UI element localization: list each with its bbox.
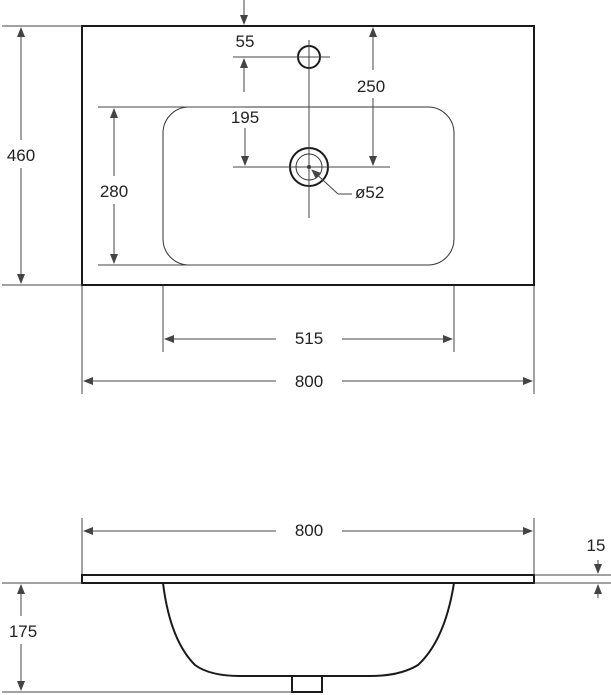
dim-overall-depth: 460 xyxy=(7,146,35,165)
dim-drain-diameter: ø52 xyxy=(355,183,384,202)
drain-stub xyxy=(291,675,323,693)
dim-overall-width-top: 800 xyxy=(295,372,323,391)
dim-drain-to-back: 250 xyxy=(357,77,385,96)
dim-bowl-back-to-drain: 195 xyxy=(231,108,259,127)
dim-tap-offset: 55 xyxy=(236,32,255,51)
dim-top-thickness: 15 xyxy=(587,536,606,555)
top-view: 55 250 195 ø52 280 460 515 800 xyxy=(2,0,535,394)
side-view: 800 15 175 xyxy=(2,518,611,693)
countertop-outline xyxy=(81,25,535,286)
countertop-slab xyxy=(81,574,535,584)
dim-bowl-height: 175 xyxy=(9,622,37,641)
bowl-profile xyxy=(162,582,455,677)
dim-overall-width-side: 800 xyxy=(295,521,323,540)
dim-bowl-width: 515 xyxy=(295,329,323,348)
dim-bowl-depth: 280 xyxy=(100,182,128,201)
